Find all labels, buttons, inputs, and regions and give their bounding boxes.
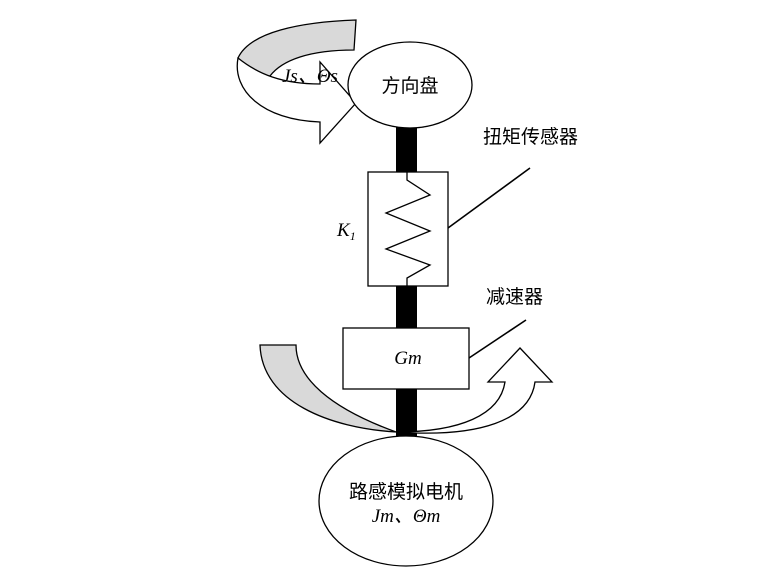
reducer-label: 减速器: [486, 286, 543, 308]
stiffness-label: K1: [336, 220, 356, 243]
road-feel-motor-label: 路感模拟电机: [349, 481, 463, 503]
shaft-lower: [396, 389, 417, 441]
torque-sensor-leader-line: [447, 167, 531, 229]
motor-arrow-body: [395, 347, 554, 434]
spring-icon: [384, 172, 432, 286]
shaft-middle: [396, 286, 417, 328]
torque-sensor-box: [367, 171, 449, 287]
steering-wheel: [347, 41, 473, 129]
reducer-leader-line: [468, 319, 527, 359]
steering-wheel-label: 方向盘: [381, 75, 438, 97]
stiffness-subscript: 1: [350, 229, 356, 243]
reducer-symbol: Gm: [394, 348, 421, 369]
shaft-upper: [396, 122, 417, 172]
reducer-box: [342, 327, 470, 390]
steering-params-label: Js、Θs: [282, 66, 338, 87]
stiffness-symbol: K: [336, 220, 351, 241]
motor-rotation-arrow: [259, 344, 554, 434]
road-feel-motor: [318, 435, 494, 567]
torque-sensor-label: 扭矩传感器: [483, 126, 578, 148]
road-feel-motor-params: Jm、Θm: [372, 506, 441, 527]
steering-rotation-arrow: [236, 19, 357, 145]
steering-arrow-body: [236, 56, 357, 145]
